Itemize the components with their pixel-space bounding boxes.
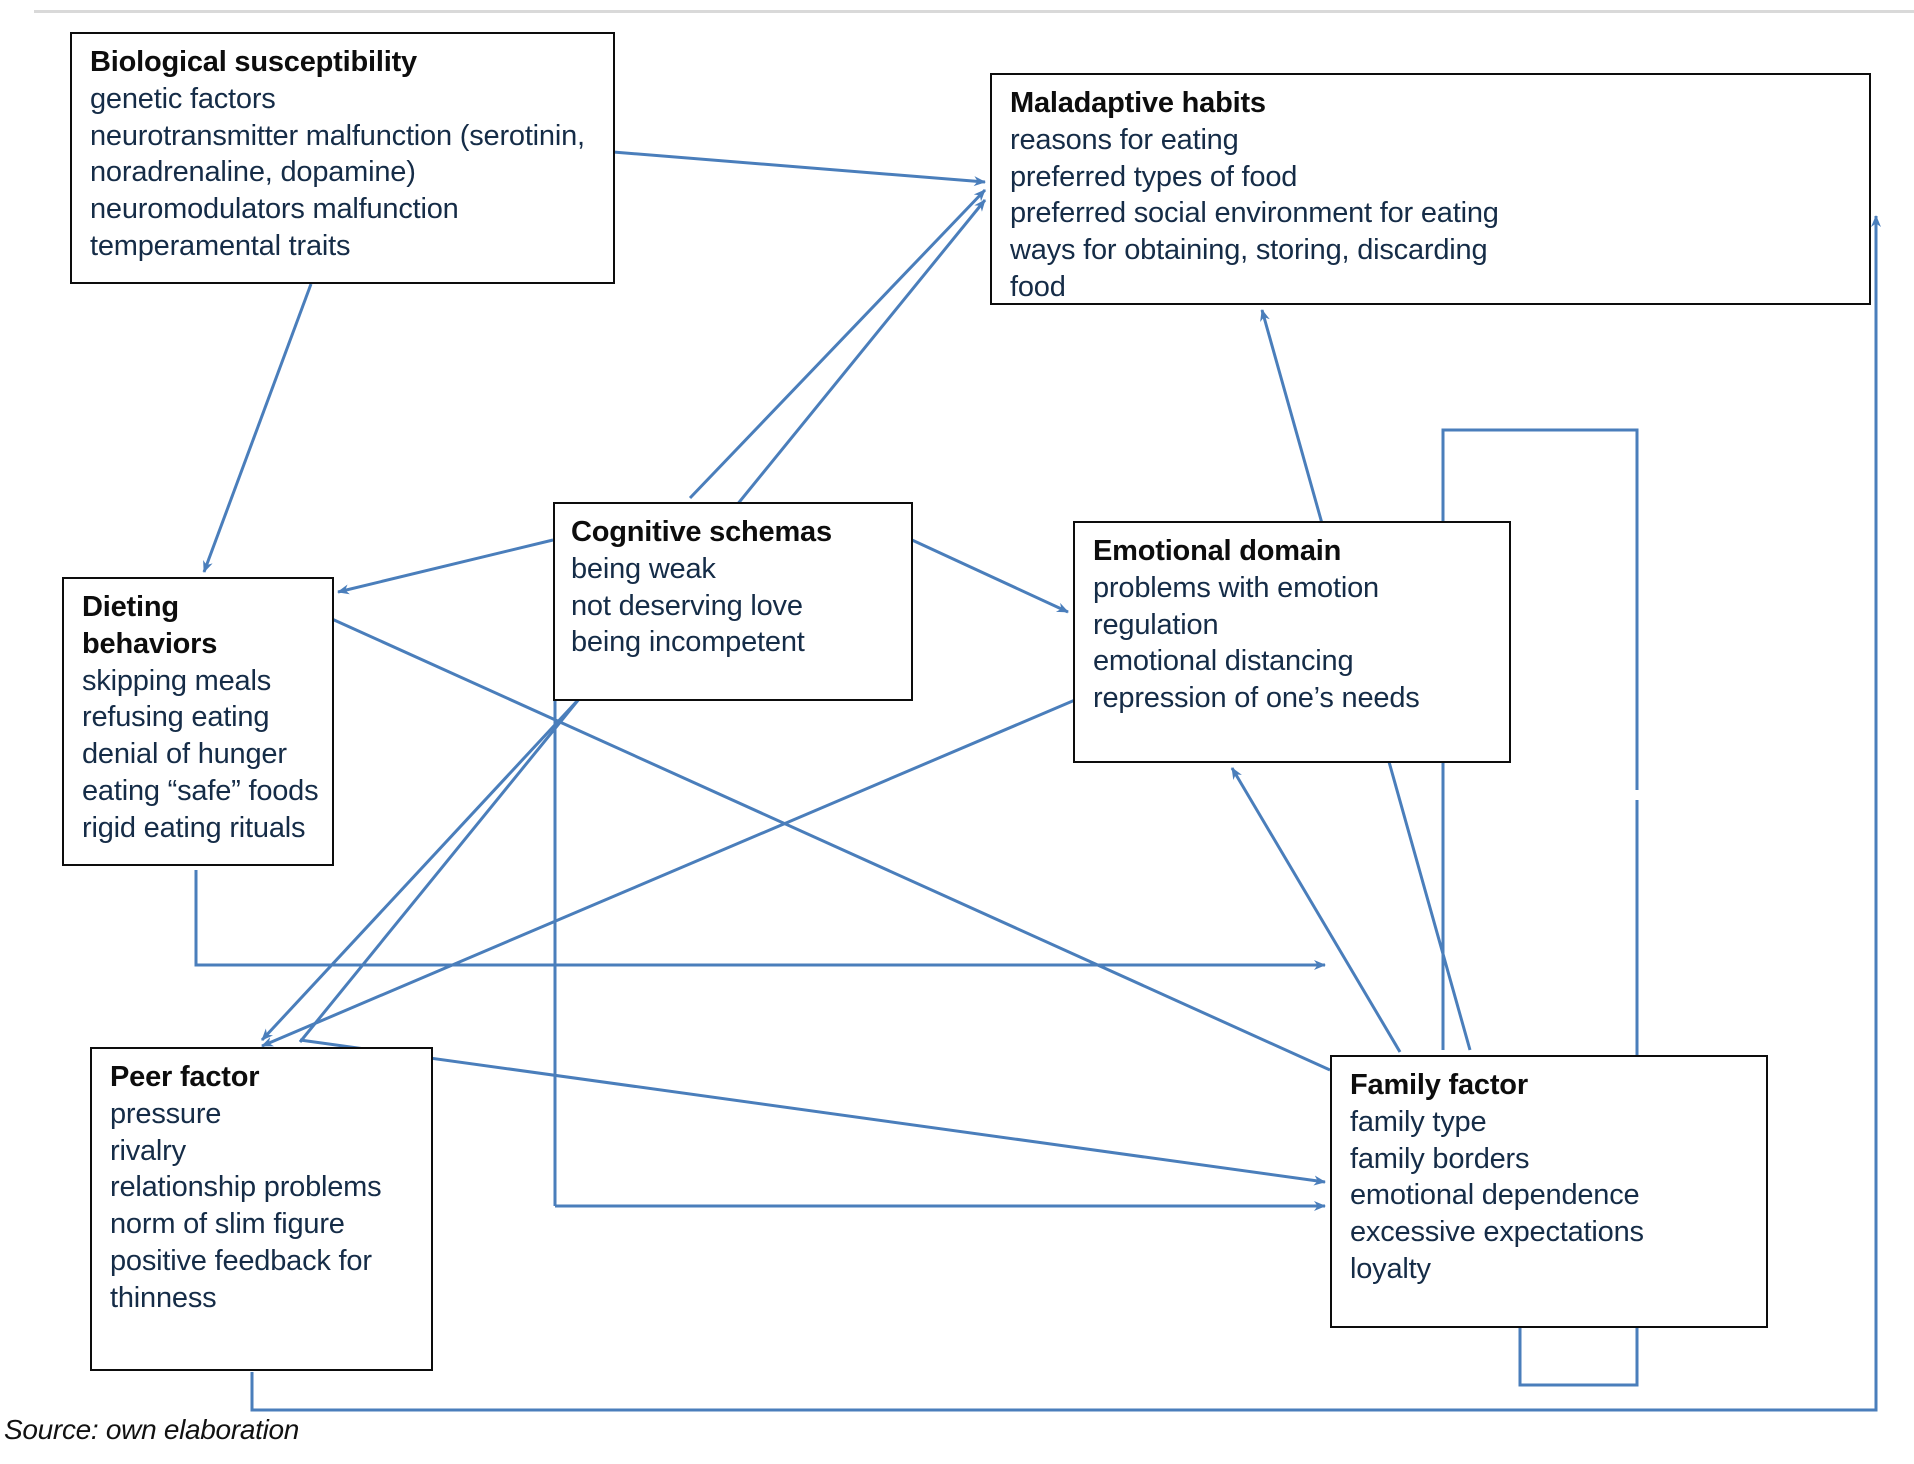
box-line: neuromodulators malfunction (90, 193, 459, 226)
box-line: eating “safe” foods (82, 775, 319, 808)
box-line: regulation (1093, 608, 1219, 641)
arrow-family-to-dieting (249, 580, 1331, 1072)
box-maladaptive-habits[interactable]: Maladaptive habits reasons for eating pr… (990, 73, 1871, 305)
box-dieting-behaviors[interactable]: Dieting behaviors skipping meals refusin… (62, 577, 334, 866)
box-biological-susceptibility[interactable]: Biological susceptibility genetic factor… (70, 32, 615, 284)
box-line: rivalry (110, 1134, 186, 1167)
arrow-dieting-routed-to-family (194, 870, 1326, 970)
arrow-cognitive-to-emotional (911, 538, 1069, 614)
arrow-cognitive-to-peer (260, 698, 580, 1042)
box-line: thinness (110, 1281, 217, 1314)
box-line: repression of one’s needs (1093, 682, 1420, 715)
box-line: rigid eating rituals (82, 811, 306, 844)
arrow-cognitive-to-dieting (337, 538, 554, 595)
arrow-peer-routed-to-maladaptive (250, 215, 1881, 1412)
box-line: problems with emotion (1093, 571, 1379, 604)
arrow-family-to-emotional (1230, 767, 1402, 1053)
box-cognitive-schemas[interactable]: Cognitive schemas being weak not deservi… (553, 502, 913, 701)
box-title: Emotional domain (1093, 535, 1342, 567)
box-line: being weak (571, 552, 716, 585)
source-note: Source: own elaboration (4, 1414, 300, 1445)
box-title: Biological susceptibility (90, 46, 417, 78)
box-line: loyalty (1350, 1253, 1431, 1286)
box-line: noradrenaline, dopamine) (90, 156, 416, 189)
box-peer-factor[interactable]: Peer factor pressure rivalry relationshi… (90, 1047, 433, 1371)
arrow-emotional-to-peer (261, 698, 1076, 1048)
box-line: pressure (110, 1097, 222, 1130)
top-divider (34, 10, 1914, 13)
box-line: not deserving love (571, 589, 803, 622)
box-line: family borders (1350, 1142, 1530, 1175)
box-line: norm of slim figure (110, 1208, 345, 1241)
box-line: emotional dependence (1350, 1179, 1640, 1212)
arrow-biological-to-dieting (202, 283, 313, 573)
box-title: Family factor (1350, 1069, 1528, 1101)
box-line: ways for obtaining, storing, discarding (1010, 234, 1488, 267)
box-line: relationship problems (110, 1171, 382, 1204)
box-title: Cognitive schemas (571, 516, 832, 548)
box-title: Dieting behaviors (82, 591, 218, 660)
box-line: excessive expectations (1350, 1216, 1644, 1249)
arrow-cognitive-to-maladaptive (688, 188, 987, 500)
box-line: emotional distancing (1093, 645, 1354, 678)
box-line: food (1010, 271, 1066, 304)
box-line: denial of hunger (82, 738, 287, 771)
box-line: neurotransmitter malfunction (serotinin, (90, 119, 585, 152)
box-line: skipping meals (82, 664, 272, 697)
box-line: temperamental traits (90, 230, 351, 263)
arrow-peer-to-family (299, 1038, 1326, 1186)
box-line: preferred types of food (1010, 160, 1298, 193)
box-line: genetic factors (90, 82, 276, 115)
box-line: preferred social environment for eating (1010, 197, 1499, 230)
box-line: positive feedback for (110, 1245, 372, 1278)
box-family-factor[interactable]: Family factor family type family borders… (1330, 1055, 1768, 1328)
box-title: Maladaptive habits (1010, 87, 1266, 119)
box-emotional-domain[interactable]: Emotional domain problems with emotion r… (1073, 521, 1511, 763)
box-line: refusing eating (82, 701, 270, 734)
arrow-biological-to-maladaptive (612, 150, 986, 187)
box-line: family type (1350, 1105, 1487, 1138)
box-line: being incompetent (571, 626, 805, 659)
box-title: Peer factor (110, 1061, 260, 1093)
box-line: reasons for eating (1010, 123, 1239, 156)
